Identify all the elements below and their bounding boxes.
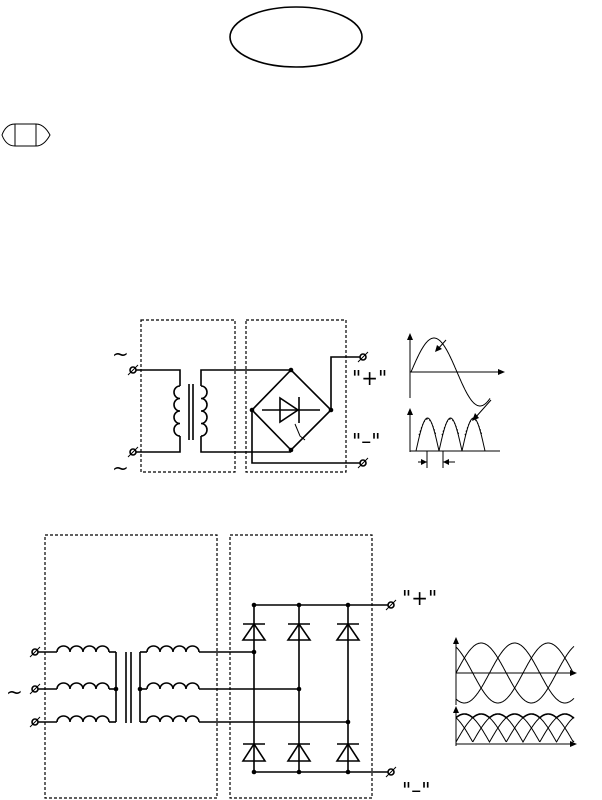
input-terminal-slash (29, 716, 41, 728)
rail-node (251, 769, 257, 775)
bridge-diode-icon (262, 396, 320, 441)
diode-upper-icon (335, 622, 361, 641)
rail-node (296, 602, 302, 608)
ac-sine-wave (410, 337, 491, 407)
ac-symbol-top: ~ (112, 342, 129, 366)
secondary-coil (200, 385, 208, 437)
plus-label-three: "+" (402, 586, 437, 610)
secondary-wire (200, 369, 291, 453)
output-terminal-minus (357, 457, 369, 469)
ripple-envelope (455, 713, 575, 719)
phase-sine-wave (455, 642, 575, 704)
secondary-coil (146, 682, 200, 690)
rail-node (345, 769, 351, 775)
three-phase-waveforms (453, 637, 577, 747)
diode-upper-icon (241, 622, 267, 641)
three-phase-bridge (241, 602, 361, 775)
secondary-coil (146, 715, 200, 723)
minus-output-wire (251, 410, 360, 464)
primary-wire (136, 369, 181, 453)
input-terminal-slash (29, 646, 41, 658)
ac-symbol-three-phase: ~ (6, 680, 23, 704)
rectified-wave-dotted (418, 418, 483, 436)
three-phase-rectifier-box (229, 534, 373, 799)
output-terminal-plus (357, 351, 369, 363)
secondary-coil (146, 645, 200, 653)
three-phase-circuit: ~ "+" "–" (6, 534, 437, 800)
primary-coil (173, 385, 181, 437)
rectifier-box (245, 319, 347, 473)
dc-pointer-arrow (474, 399, 492, 419)
plus-output-wire (330, 356, 360, 410)
rail-node (345, 602, 351, 608)
minus-label-three: "–" (402, 778, 430, 800)
minus-label-single: "–" (352, 429, 380, 453)
side-marker (1, 123, 51, 147)
transformer-box (140, 319, 236, 473)
header-ellipse (229, 6, 363, 68)
output-terminal-plus-three (385, 599, 397, 611)
output-terminal-minus-three (385, 766, 397, 778)
single-phase-waveforms (407, 333, 505, 468)
three-phase-transformer-box (44, 534, 218, 799)
phase-sine-wave (455, 642, 575, 704)
diode-lower-icon (241, 742, 267, 762)
input-terminal-slash (29, 683, 41, 695)
plus-label-single: "+" (352, 366, 387, 390)
diode-upper-icon (286, 622, 312, 641)
single-phase-circuit: ~ ~ "+" " (112, 319, 387, 480)
three-phase-sines (455, 642, 575, 704)
rail-node (296, 769, 302, 775)
primary-coil (56, 645, 110, 653)
three-phase-windings (29, 645, 351, 728)
diode-lower-icon (286, 742, 312, 762)
diode-lower-icon (335, 742, 361, 762)
primary-coil (56, 715, 110, 723)
rail-node (251, 602, 257, 608)
ac-symbol-bottom: ~ (112, 456, 129, 480)
three-phase-ripple (455, 713, 575, 744)
phase-sine-wave (455, 642, 575, 704)
rectified-wave (415, 417, 486, 452)
primary-coil (56, 682, 110, 690)
